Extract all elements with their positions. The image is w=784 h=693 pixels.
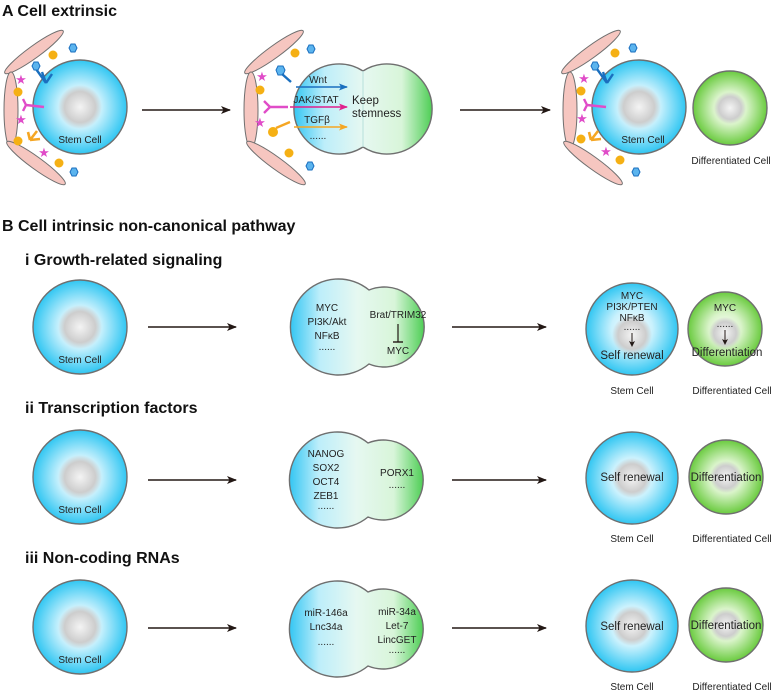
result-label: Self renewal xyxy=(600,621,663,633)
differentiated-cell-label: Differentiated Cell xyxy=(691,156,770,167)
inner-label: ...... xyxy=(717,319,734,330)
stem-cell-label: Stem Cell xyxy=(58,655,101,666)
svg-text:★: ★ xyxy=(38,145,50,160)
stem-cell-caption: Stem Cell xyxy=(610,534,653,545)
target-label: MYC xyxy=(387,346,409,357)
hexagon-ligand-icon xyxy=(31,61,41,71)
pathway-tgfb: TGFβ xyxy=(304,115,330,126)
keep-label: Keep xyxy=(352,95,379,107)
svg-text:★: ★ xyxy=(600,144,612,159)
star-ligand-icon: ★ xyxy=(256,69,268,84)
ligand-dot xyxy=(48,50,58,60)
nucleus xyxy=(58,85,102,129)
factor-label: Let-7 xyxy=(386,621,409,632)
factor-label: ...... xyxy=(319,342,336,353)
diff-cell-caption: Differentiated Cell xyxy=(692,534,771,545)
ligands-a1: ★ ★ ★ xyxy=(13,43,79,177)
dividing-cell-b3: miR-146a Lnc34a ...... miR-34a Let-7 Lin… xyxy=(288,580,424,678)
stem-cell-label: Stem Cell xyxy=(621,135,664,146)
inner-label: PI3K/PTEN xyxy=(606,302,657,313)
diff-cell-caption: Differentiated Cell xyxy=(692,682,771,693)
diff-cell-result-b1: MYC ...... Differentiation Differentiate… xyxy=(687,291,772,397)
svg-text:★: ★ xyxy=(15,112,27,127)
stem-cell-result-b2: Self renewal Stem Cell xyxy=(585,431,679,545)
pathway-wnt: Wnt xyxy=(309,75,327,86)
stem-cell-a1: Stem Cell xyxy=(32,59,128,155)
svg-text:★: ★ xyxy=(576,111,588,126)
tgfb-receptor-icon xyxy=(26,130,41,142)
panel-a-title: A Cell extrinsic xyxy=(2,3,117,20)
pathway-jak-stat: JAK/STAT xyxy=(293,95,338,106)
result-label: Differentiation xyxy=(692,347,763,359)
star-ligand-icon: ★ xyxy=(15,72,27,87)
ligands-a3: ★ ★ ★ xyxy=(576,43,641,177)
factor-label: NFκB xyxy=(315,331,340,342)
factor-label: PORX1 xyxy=(380,468,414,479)
inner-label: ...... xyxy=(624,322,641,333)
niche-cells-2 xyxy=(243,29,306,186)
factor-label: ...... xyxy=(318,637,335,648)
factor-label: ZEB1 xyxy=(313,491,338,502)
differentiated-cell-a: Differentiated Cell xyxy=(691,70,771,167)
inner-label: MYC xyxy=(714,303,736,314)
ligands-a2: ★ ★ xyxy=(254,44,316,171)
inhibitor-label: Brat/TRIM32 xyxy=(370,310,427,321)
hexagon-ligand-icon xyxy=(275,65,286,76)
stemness-label: stemness xyxy=(352,108,401,120)
section-ii-title: ii Transcription factors xyxy=(25,400,198,417)
result-label: Self renewal xyxy=(600,350,663,362)
factor-label: miR-34a xyxy=(378,607,416,618)
stem-cell-result-b3: Self renewal Stem Cell xyxy=(585,579,679,693)
stem-cell-result-b1: MYC PI3K/PTEN NFκB ...... Self renewal S… xyxy=(585,282,679,397)
stem-cell-caption: Stem Cell xyxy=(610,682,653,693)
pathway-arrows: Wnt JAK/STAT TGFβ ...... Keep stemness xyxy=(290,75,401,142)
stem-cell-a3: Stem Cell xyxy=(591,59,687,155)
panel-b-title: B Cell intrinsic non-canonical pathway xyxy=(2,218,295,235)
factor-label: OCT4 xyxy=(313,477,340,488)
factor-label: miR-146a xyxy=(304,608,348,619)
factor-label: ...... xyxy=(389,480,406,491)
result-label: Differentiation xyxy=(691,472,762,484)
dividing-cell-b2: NANOG SOX2 OCT4 ZEB1 ...... PORX1 ...... xyxy=(288,431,424,529)
stem-cell-caption: Stem Cell xyxy=(610,386,653,397)
inner-label: MYC xyxy=(621,291,643,302)
diff-cell-caption: Differentiated Cell xyxy=(692,386,771,397)
diff-cell-result-b2: Differentiation Differentiated Cell xyxy=(688,439,772,545)
factor-label: ...... xyxy=(318,501,335,512)
svg-text:★: ★ xyxy=(254,115,266,130)
wnt-receptor-icon xyxy=(35,68,53,84)
dividing-cell-b1: MYC PI3K/Akt NFκB ...... Brat/TRIM32 MYC xyxy=(289,278,427,376)
pathway-more: ...... xyxy=(310,131,327,142)
factor-label: LincGET xyxy=(378,635,417,646)
stem-cell-label: Stem Cell xyxy=(58,505,101,516)
factor-label: MYC xyxy=(316,303,338,314)
factor-label: NANOG xyxy=(308,449,345,460)
result-label: Differentiation xyxy=(691,620,762,632)
jak-receptor-icon xyxy=(21,98,45,112)
factor-label: SOX2 xyxy=(313,463,340,474)
niche-cells-3 xyxy=(561,29,623,186)
factor-label: ...... xyxy=(389,645,406,656)
result-label: Self renewal xyxy=(600,472,663,484)
section-i-title: i Growth-related signaling xyxy=(25,252,222,269)
factor-label: Lnc34a xyxy=(310,622,343,633)
stem-cell-b3: Stem Cell xyxy=(32,579,128,675)
stem-cell-label: Stem Cell xyxy=(58,355,101,366)
section-iii-title: iii Non-coding RNAs xyxy=(25,550,180,567)
factor-label: PI3K/Akt xyxy=(308,317,347,328)
stem-cell-label: Stem Cell xyxy=(58,135,101,146)
inner-label: NFκB xyxy=(620,313,645,324)
svg-text:★: ★ xyxy=(578,71,590,86)
diff-cell-result-b3: Differentiation Differentiated Cell xyxy=(688,587,772,693)
stem-cell-b1: Stem Cell xyxy=(32,279,128,375)
stem-cell-b2: Stem Cell xyxy=(32,429,128,525)
